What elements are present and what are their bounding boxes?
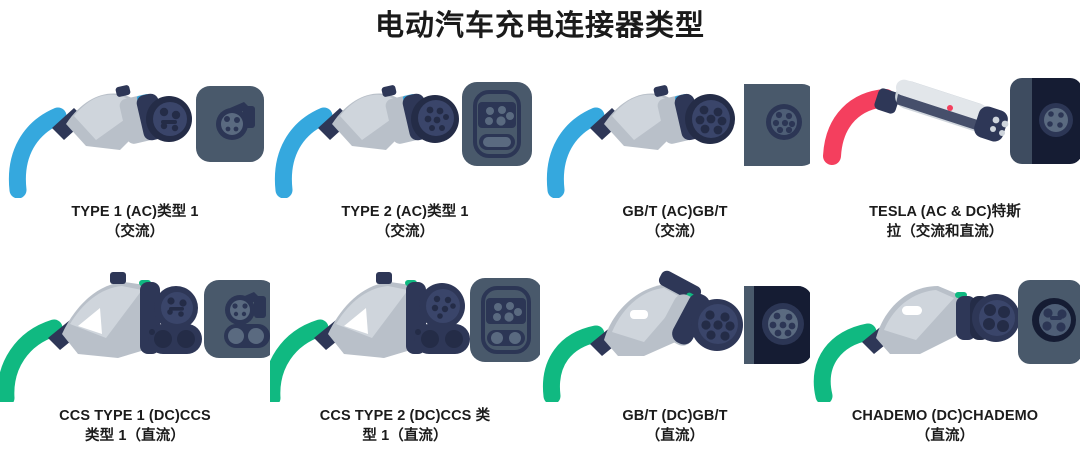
connector-label-zh: （直流） (915, 428, 975, 444)
connector-label-zh: 类型 1（直流） (85, 428, 185, 444)
connector-label-zh: （交流） (375, 224, 435, 240)
page-title: 电动汽车充电连接器类型 (374, 10, 705, 42)
connector-caption: CHADEMO (DC)CHADEMO （直流） (830, 406, 1060, 446)
connector-card-tesla: TESLA (AC & DC)特斯 拉（交流和直流） (810, 58, 1080, 262)
connector-label-en: GB/T (AC)GB/T (622, 204, 728, 220)
connector-label-en: CCS TYPE 2 (DC)CCS 类 (319, 408, 491, 424)
connector-label-zh: 拉（交流和直流） (886, 224, 1004, 240)
connector-label-en: TYPE 2 (AC)类型 1 (341, 204, 469, 220)
connector-caption: TYPE 1 (AC)类型 1 （交流） (20, 202, 250, 242)
gbt-ac-illustration-icon (540, 58, 810, 198)
connector-label-en: TYPE 1 (AC)类型 1 (71, 204, 199, 220)
connector-caption: TYPE 2 (AC)类型 1 （交流） (290, 202, 520, 242)
connector-label-en: TESLA (AC & DC)特斯 (869, 204, 1021, 220)
type1-ac-illustration-icon (0, 58, 270, 198)
connector-card-chademo-dc: CHADEMO (DC)CHADEMO （直流） (810, 262, 1080, 466)
connector-caption: CCS TYPE 1 (DC)CCS 类型 1（直流） (20, 406, 250, 446)
connector-card-gbt-dc: GB/T (DC)GB/T （直流） (540, 262, 810, 466)
connector-card-type2-ac: TYPE 2 (AC)类型 1 （交流） (270, 58, 540, 262)
gbt-dc-illustration-icon (540, 262, 810, 402)
connector-label-zh: 型 1（直流） (362, 428, 448, 444)
type2-ac-illustration-icon (270, 58, 540, 198)
connector-label-zh: （直流） (645, 428, 705, 444)
ccs-type2-dc-illustration-icon (270, 262, 540, 402)
connector-label-zh: （交流） (105, 224, 165, 240)
chademo-dc-illustration-icon (810, 262, 1080, 402)
connector-label-zh: （交流） (645, 224, 705, 240)
connector-caption: TESLA (AC & DC)特斯 拉（交流和直流） (830, 202, 1060, 242)
connector-card-ccs-type2-dc: CCS TYPE 2 (DC)CCS 类 型 1（直流） (270, 262, 540, 466)
connector-caption: GB/T (DC)GB/T （直流） (560, 406, 790, 446)
tesla-illustration-icon (810, 58, 1080, 198)
connector-caption: GB/T (AC)GB/T （交流） (560, 202, 790, 242)
connector-label-en: CHADEMO (DC)CHADEMO (851, 408, 1039, 424)
ccs-type1-dc-illustration-icon (0, 262, 270, 402)
connector-label-en: CCS TYPE 1 (DC)CCS (59, 408, 211, 424)
connector-label-en: GB/T (DC)GB/T (622, 408, 728, 424)
connector-card-ccs-type1-dc: CCS TYPE 1 (DC)CCS 类型 1（直流） (0, 262, 270, 466)
connector-caption: CCS TYPE 2 (DC)CCS 类 型 1（直流） (290, 406, 520, 446)
connector-card-type1-ac: TYPE 1 (AC)类型 1 （交流） (0, 58, 270, 262)
connector-card-gbt-ac: GB/T (AC)GB/T （交流） (540, 58, 810, 262)
connector-grid: TYPE 1 (AC)类型 1 （交流） (0, 58, 1080, 466)
